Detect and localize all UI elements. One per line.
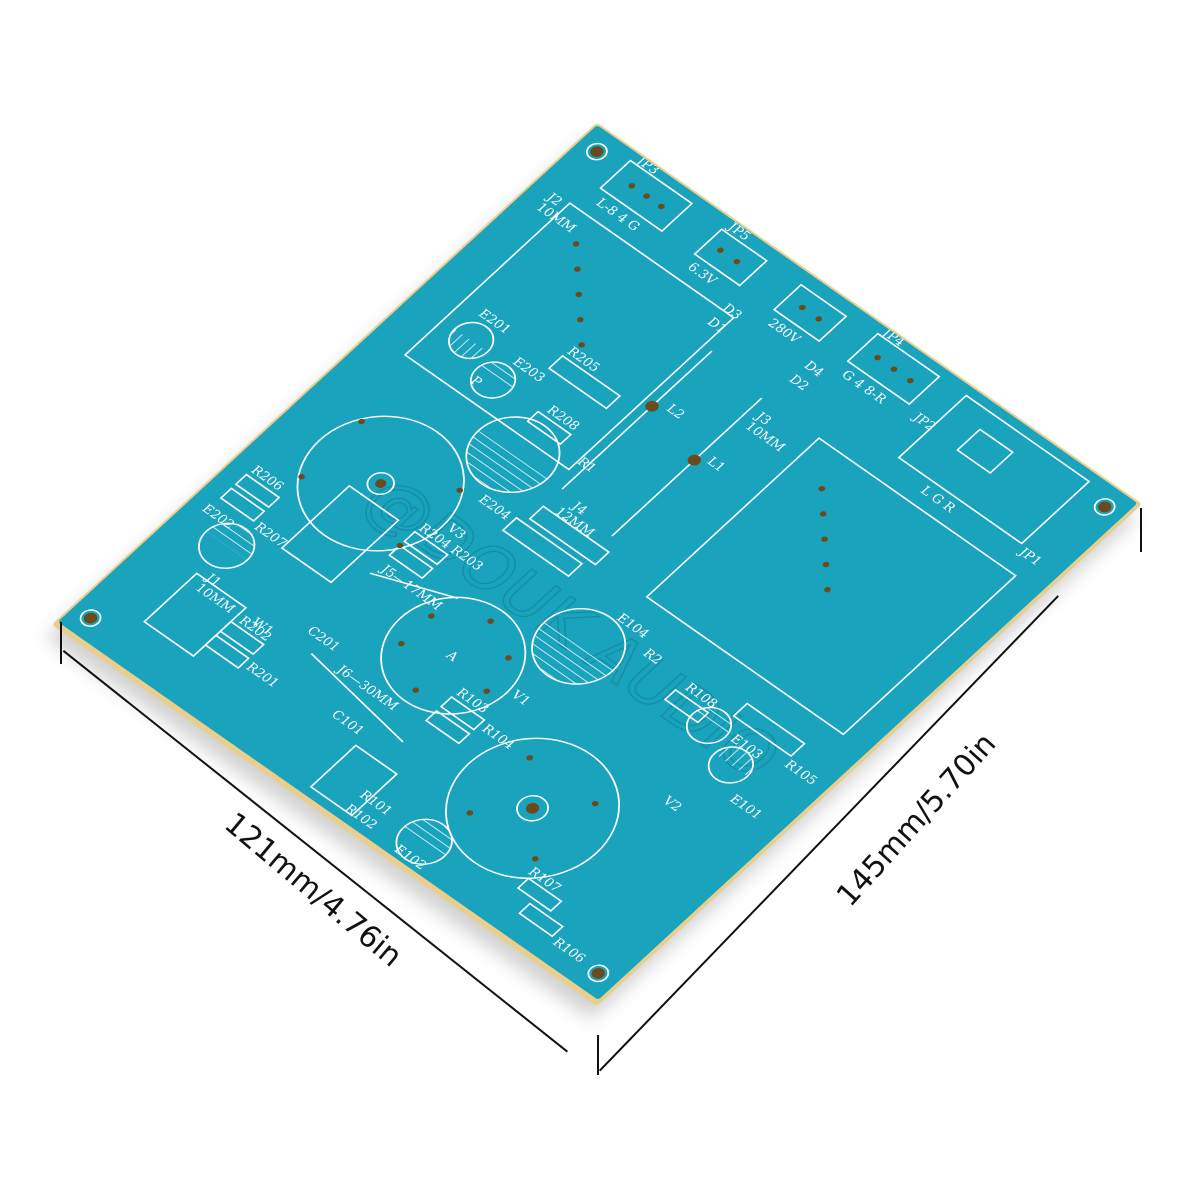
label-jp3-pins: L-8 4 G (592, 196, 643, 234)
label-r107: R107 (524, 865, 563, 895)
jp4-outline (846, 332, 941, 406)
c201-outline (280, 484, 400, 584)
c101-outline (309, 744, 399, 817)
silkscreen-layer: @DOUK AUDIO (79, 142, 1116, 983)
label-jp2: JP2 (908, 410, 939, 434)
j4-resistor (528, 505, 611, 566)
dim-tick-right (1140, 508, 1142, 552)
jp4-280v-outline (772, 283, 848, 343)
label-jp4-pins: G 4 8-R (838, 368, 890, 407)
transformer-left-outline (403, 202, 735, 471)
dim-tick-left (60, 622, 62, 664)
label-e201: E201 (475, 307, 514, 337)
pcb-board: @DOUK AUDIO (51, 122, 1143, 1007)
pcb-surface: @DOUK AUDIO (57, 125, 1138, 1000)
label-c101: C101 (328, 708, 368, 738)
label-v1: V1 (507, 688, 533, 709)
label-v2: V2 (658, 794, 684, 815)
label-r104: R104 (478, 722, 517, 752)
label-d4: D4 (800, 359, 826, 380)
label-r106: R106 (549, 936, 588, 966)
label-jp5: JP5 (723, 220, 754, 244)
label-r1: R1 (573, 455, 599, 476)
label-e101: E101 (726, 792, 765, 822)
label-a: A (442, 648, 462, 665)
label-l1: L1 (703, 455, 728, 475)
label-jp1: JP1 (1014, 545, 1045, 569)
label-6v3: 6.3V (684, 260, 720, 288)
label-r2: R2 (639, 647, 665, 668)
label-280v: 280V (764, 317, 804, 347)
r205-outline (547, 354, 622, 410)
label-r105: R105 (781, 758, 820, 788)
v3-socket (296, 415, 465, 552)
transformer-right-outline (645, 437, 1017, 736)
w1-outline (143, 572, 248, 658)
dim-tick-bottom (597, 1035, 599, 1075)
v2-socket (445, 737, 620, 879)
jp5-outline (693, 228, 768, 287)
jp3-outline (599, 159, 694, 233)
mounting-holes (79, 142, 1116, 983)
jp1-jp2-outline (897, 394, 1091, 545)
r105-outline (732, 702, 806, 758)
label-e102: E102 (390, 843, 429, 873)
label-l2: L2 (663, 402, 688, 422)
label-p: P (467, 374, 485, 389)
label-d3: D3 (718, 302, 744, 323)
v1-socket (380, 596, 527, 715)
label-r201: R201 (242, 661, 281, 691)
label-d1: D1 (703, 315, 729, 336)
label-c201: C201 (303, 624, 343, 654)
label-d2: D2 (785, 373, 811, 394)
